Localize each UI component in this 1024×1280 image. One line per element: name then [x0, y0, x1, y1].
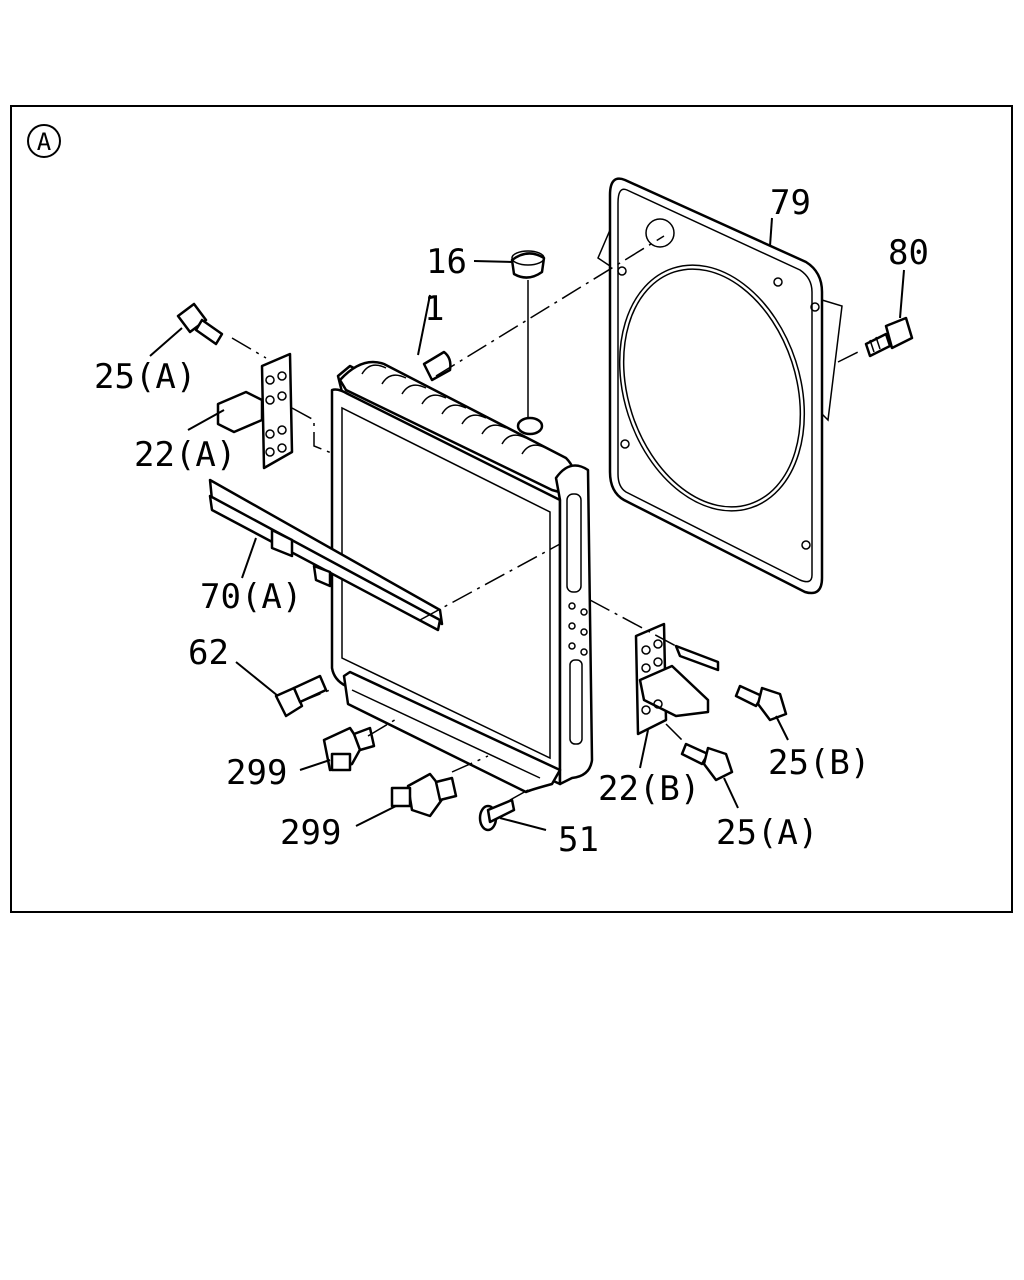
callout-25a-bottom: 25(A)	[716, 813, 818, 853]
view-marker-letter: A	[37, 128, 52, 156]
bolt-62	[274, 674, 328, 718]
drain-cock-299-lower	[390, 772, 458, 818]
callout-16: 16	[426, 242, 467, 282]
diagram-frame	[10, 105, 1013, 913]
bracket-22a	[216, 352, 294, 470]
callout-299-upper: 299	[226, 753, 287, 793]
assembly-lines	[231, 235, 859, 801]
bracket-22b	[634, 622, 720, 736]
bolt-25b	[734, 684, 788, 722]
bar-70a	[208, 478, 444, 632]
view-marker: A	[27, 124, 61, 158]
bolt-25a-top	[176, 302, 224, 346]
screw-51	[478, 798, 516, 832]
callout-79: 79	[770, 183, 811, 223]
drain-cock-299-upper	[322, 726, 376, 772]
callout-25a-top: 25(A)	[94, 357, 196, 397]
callout-labels: 79 80 16 1 25(A) 22(A) 70(A) 62 299 299 …	[94, 183, 929, 860]
callout-22a: 22(A)	[134, 435, 236, 475]
callout-1: 1	[424, 289, 444, 329]
callout-70a: 70(A)	[200, 577, 302, 617]
callout-62: 62	[188, 633, 229, 673]
bolt-25a-bottom	[680, 742, 734, 782]
leader-lines	[149, 217, 905, 831]
callout-80: 80	[888, 233, 929, 273]
callout-22b: 22(B)	[598, 769, 700, 809]
callout-299-lower: 299	[280, 813, 341, 853]
bolt-80	[864, 316, 914, 358]
fan-shroud	[597, 177, 843, 595]
radiator-cap-16	[510, 250, 546, 418]
callout-25b: 25(B)	[768, 743, 870, 783]
callout-51: 51	[558, 820, 599, 860]
radiator-core	[330, 350, 594, 794]
